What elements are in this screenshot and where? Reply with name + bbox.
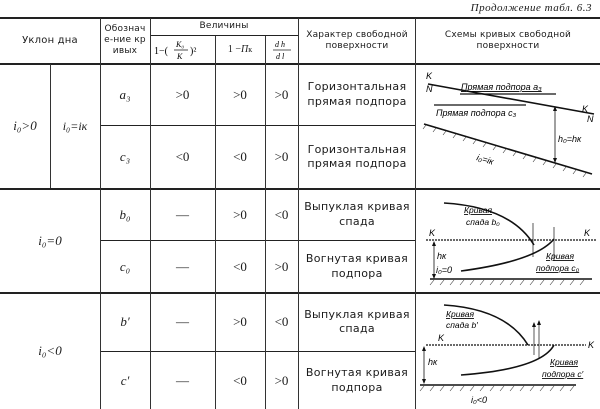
curve-b-prime: b′: [120, 314, 130, 330]
svg-text:подпора c₀: подпора c₀: [536, 263, 580, 273]
col-divider: [50, 64, 51, 188]
svg-text:K: K: [588, 340, 595, 350]
group2-bottom-rule: [0, 292, 600, 294]
col-divider: [415, 18, 416, 409]
col-divider: [265, 36, 266, 409]
value-q1: >0: [175, 86, 190, 102]
value-q2: >0: [233, 314, 247, 330]
svg-text:K: K: [429, 228, 436, 238]
scheme-zero-slope: K K Кривая спада b₀ Кривая подпора c₀ hк…: [426, 202, 596, 286]
label-c3: Прямая подпора c₃: [436, 108, 517, 118]
header-surface-char: Характер свободной поверхности: [306, 29, 408, 51]
header-bottom-rule: [0, 63, 600, 65]
curve-c0: c₀: [119, 258, 131, 274]
value-q2: <0: [233, 258, 247, 274]
svg-text:Кривая: Кривая: [446, 309, 474, 319]
curve-c-prime: c′: [120, 372, 130, 388]
table-top-rule: [0, 17, 600, 19]
col-divider: [215, 36, 216, 409]
scheme-negative-slope: K K Кривая спада b′ Кривая подпора c′ hк…: [419, 304, 595, 405]
group1-row-divider: [100, 125, 415, 126]
value-q2: <0: [233, 149, 247, 165]
svg-text:i₀=0: i₀=0: [436, 265, 452, 275]
header-curve-label-text: Обозначе-ние кривых: [104, 24, 146, 56]
formula-k0-over-k-squared: 1−( K₀ K )²: [154, 40, 196, 61]
table-caption: Продолжение табл. 6.3: [470, 2, 592, 14]
surface-desc: Вогнутая кривая подпора: [305, 366, 409, 394]
svg-text:hк: hк: [428, 357, 438, 367]
svg-text:N: N: [426, 84, 433, 94]
group2-row-divider: [100, 240, 415, 241]
value-q1: —: [176, 258, 189, 274]
svg-text:K₀: K₀: [175, 40, 184, 49]
curve-c3: c₃: [119, 149, 131, 165]
col-divider: [100, 18, 101, 409]
svg-text:)²: )²: [190, 46, 196, 57]
value-q2: <0: [233, 372, 247, 388]
svg-text:Кривая: Кривая: [464, 205, 492, 215]
svg-text:i₀<0: i₀<0: [471, 395, 487, 405]
curve-a3: a₃: [119, 86, 131, 102]
value-q3: <0: [274, 206, 289, 222]
formula-dh-dl: d h d l: [272, 40, 291, 61]
label-a3: Прямая подпора a₃: [461, 82, 542, 92]
svg-text:Кривая: Кривая: [546, 251, 574, 261]
svg-text:K: K: [584, 228, 591, 238]
svg-text:спада b₀: спада b₀: [466, 217, 500, 227]
value-q3: >0: [274, 372, 289, 388]
svg-text:N: N: [587, 114, 594, 124]
surface-desc: Выпуклая кривая спада: [304, 307, 410, 335]
label-bed: i₀=iк: [475, 152, 495, 167]
svg-text:d l: d l: [276, 52, 285, 61]
value-q3: >0: [274, 149, 289, 165]
curve-b0: b₀: [119, 206, 131, 222]
value-q2: >0: [233, 86, 247, 102]
header-q3: d h d l: [265, 36, 298, 63]
surface-desc: Горизонтальная прямая подпора: [307, 142, 407, 170]
surface-desc: Выпуклая кривая спада: [304, 200, 410, 228]
value-q1: —: [176, 206, 189, 222]
group3-row-divider: [100, 351, 415, 352]
value-q3: <0: [274, 314, 289, 330]
value-q1: <0: [175, 149, 190, 165]
svg-text:K: K: [176, 52, 183, 61]
svg-text:d h: d h: [275, 40, 285, 49]
slope-critical: i₀=iк: [62, 118, 88, 133]
header-schemes: Схемы кривых свободной поверхности: [444, 29, 572, 51]
svg-text:спада b′: спада b′: [446, 320, 478, 330]
svg-text:hк: hк: [437, 251, 447, 261]
header-quantities: Величины: [199, 21, 249, 32]
slope-negative: i₀<0: [38, 343, 62, 359]
scheme-critical-slope: K N Прямая подпора a₃ Прямая подпора c₃ …: [422, 71, 595, 178]
value-q1: —: [176, 314, 189, 330]
header-curve-label: Обозначе-ние кривых: [100, 18, 150, 63]
value-q3: >0: [274, 258, 289, 274]
surface-desc: Горизонтальная прямая подпора: [307, 80, 407, 108]
svg-text:K: K: [426, 71, 433, 81]
value-q3: >0: [274, 86, 289, 102]
quantities-rule: [150, 35, 298, 36]
svg-text:K: K: [582, 104, 589, 114]
slope-positive: i₀>0: [13, 118, 37, 134]
svg-text:K: K: [438, 333, 445, 343]
header-slope: Уклон дна: [22, 34, 78, 46]
surface-desc: Вогнутая кривая подпора: [305, 252, 409, 280]
col-divider: [150, 18, 151, 409]
value-q1: —: [176, 372, 189, 388]
group1-bottom-rule: [0, 188, 600, 190]
svg-text:подпора c′: подпора c′: [542, 369, 584, 379]
value-q2: >0: [233, 206, 247, 222]
slope-zero: i₀=0: [38, 232, 62, 248]
col-divider: [298, 18, 299, 409]
svg-text:1−(: 1−(: [154, 46, 169, 57]
header-q1: 1−( K₀ K )²: [150, 36, 215, 63]
svg-text:Кривая: Кривая: [550, 357, 578, 367]
label-depth: h₀=hк: [558, 134, 582, 144]
